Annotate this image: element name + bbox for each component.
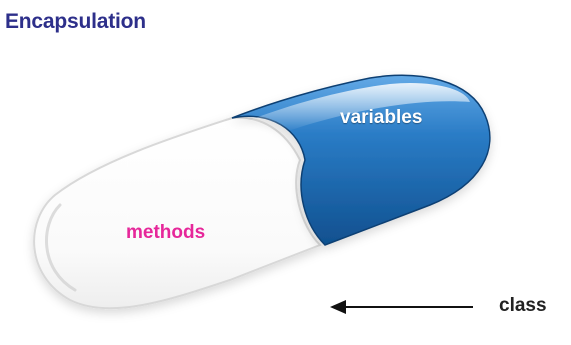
class-label: class [499, 295, 547, 316]
methods-label: methods [126, 222, 206, 243]
left-arrow-icon [330, 300, 473, 314]
white-capsule-half [33, 116, 322, 310]
blue-half-gloss [250, 82, 470, 132]
white-half-edge [45, 203, 77, 292]
diagram-title: Encapsulation [5, 10, 146, 33]
variables-label: variables [340, 107, 423, 128]
